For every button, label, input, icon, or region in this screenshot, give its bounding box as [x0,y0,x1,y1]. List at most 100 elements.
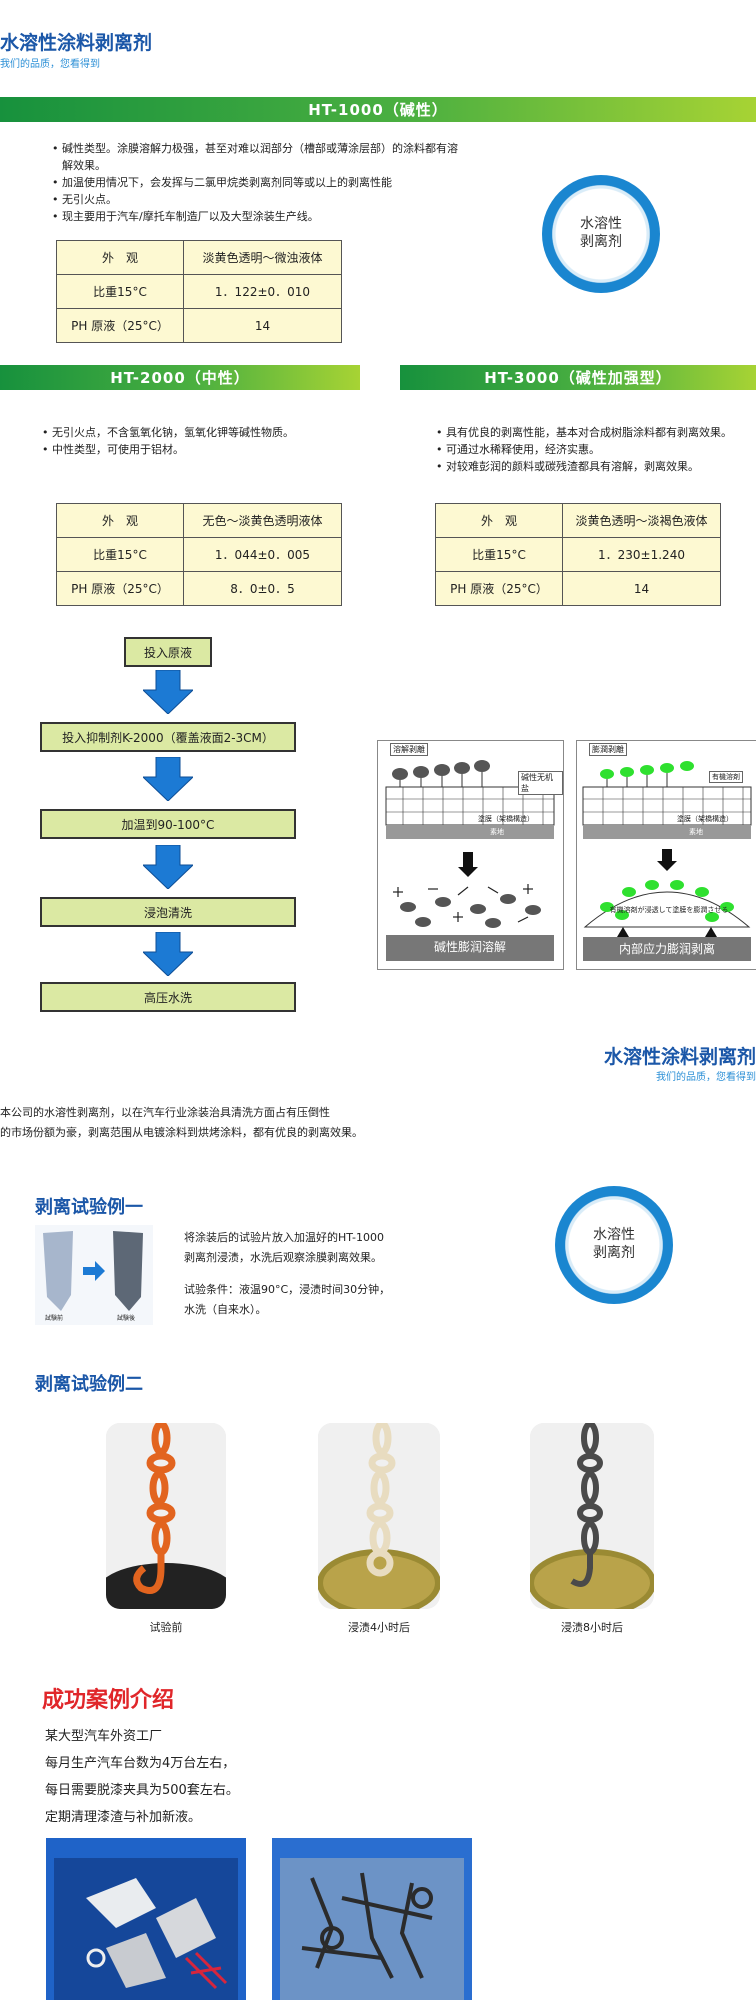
ht1000-bar: HT-1000（碱性） [0,97,756,122]
diagram-tag: 膨潤剥離 [589,743,627,756]
product-badge: 水溶性 剥离剂 [542,175,660,293]
cases-title: 成功案例介绍 [42,1688,175,1713]
badge-line2: 剥离剂 [593,1245,635,1261]
table-cell: PH 原液（25°C） [56,571,184,606]
cases-text: 某大型汽车外资工厂 每月生产汽车台数为4万台左右， 每日需要脱漆夹具为500套左… [45,1723,345,1831]
table-cell: 1．122±0．010 [183,274,342,309]
test-panel-image [43,1231,143,1311]
cases-line: 每日需要脱漆夹具为500套左右。 [45,1783,239,1798]
table-cell: 外 观 [435,503,563,538]
bullet-item: 无引火点，不含氢氧化钠，氢氧化钾等碱性物质。 [42,424,382,441]
section-title: 水溶性涂料剥离剂 [603,1046,756,1068]
down-arrow-icon [143,845,193,889]
table-row: PH 原液（25°C）8．0±0．5 [56,571,342,606]
intro-text: 本公司的水溶性剥离剂，以在汽车行业涂装治具清洗方面占有压倒性 的市场份额为豪，剥… [0,1103,560,1143]
intro-line: 的市场份额为豪，剥离范围从电镀涂料到烘烤涂料，都有优良的剥离效果。 [0,1126,363,1139]
bullet-item: 中性类型，可使用于铝材。 [42,441,382,458]
cases-line: 某大型汽车外资工厂 [45,1729,163,1744]
bullet-item: 无引火点。 [52,191,462,208]
diagram-label: 有機溶剤 [709,771,743,783]
flow-step: 浸泡清洗 [40,897,296,927]
page-subtitle: 我们的品质，您看得到 [0,59,100,70]
chain-image [106,1423,226,1609]
table-row: 外 观淡黄色透明～淡褐色液体 [435,503,721,538]
table-cell: 比重15°C [56,537,184,572]
table-row: PH 原液（25°C）14 [435,571,721,606]
down-arrow-icon [143,757,193,801]
diagram-layer: 塗膜（架橋構造） [677,815,733,823]
table-row: 外 观无色～淡黄色透明液体 [56,503,342,538]
table-row: PH 原液（25°C）14 [56,308,342,343]
table-cell: 外 观 [56,240,184,275]
bullet-item: 现主要用于汽车/摩托车制造厂以及大型涂装生产线。 [52,208,462,225]
table-cell: 1．230±1.240 [562,537,721,572]
ht2000-bar: HT-2000（中性） [0,365,360,390]
flow-step: 投入原液 [124,637,212,667]
bullet-item: 加温使用情况下，会发挥与二氯甲烷类剥离剂同等或以上的剥离性能 [52,174,462,191]
cases-line: 每月生产汽车台数为4万台左右， [45,1756,236,1771]
diagram-base: 素地 [689,828,703,836]
photo-caption: 浸渍8小时后 [561,1621,623,1634]
test2-title: 剥离试验例二 [35,1374,143,1395]
ht2000-bullets: 无引火点，不含氢氧化钠，氢氧化钾等碱性物质。 中性类型，可使用于铝材。 [38,424,382,458]
table-cell: 比重15°C [56,274,184,309]
table-cell: PH 原液（25°C） [56,308,184,343]
diagram-tag: 溶解剥離 [390,743,428,756]
table-cell: PH 原液（25°C） [435,571,563,606]
page-title: 水溶性涂料剥离剂 [0,32,153,54]
diagram-caption: 内部应力膨润剥离 [618,942,715,956]
photo-caption: 试验前 [149,1621,183,1634]
flow-step: 高压水洗 [40,982,296,1012]
diagram-base: 素地 [490,828,504,836]
table-cell: 8．0±0．5 [183,571,342,606]
ht3000-bullets: 具有优良的剥离性能，基本对合成树脂涂料都有剥离效果。 可通过水稀释使用，经济实惠… [432,424,756,475]
thumb-label-after: 試験後 [117,1315,136,1322]
down-arrow-icon [143,932,193,976]
jig-bin-image [46,1838,246,2000]
bullet-item: 碱性类型。涂膜溶解力极强，甚至对难以润部分（槽部或薄涂层部）的涂料都有溶解效果。 [52,140,462,174]
test1-condition: 水洗（自来水）。 [184,1303,267,1316]
bullet-item: 对较难彭润的颜料或碳残渣都具有溶解，剥离效果。 [436,458,756,475]
case-photo-1 [46,1838,246,2000]
chain-image [530,1423,654,1609]
badge-line1: 水溶性 [580,216,622,232]
ht3000-bar: HT-3000（碱性加强型） [400,365,756,390]
case-photo-2 [272,1838,472,2000]
flow-step: 投入抑制剂K-2000（覆盖液面2-3CM） [40,722,296,752]
diagram-layer: 塗膜（架橋構造） [478,815,534,823]
ht1000-bullets: 碱性类型。涂膜溶解力极强，甚至对难以润部分（槽部或薄涂层部）的涂料都有溶解效果。… [48,140,462,225]
table-cell: 比重15°C [435,537,563,572]
bullet-item: 可通过水稀释使用，经济实惠。 [436,441,756,458]
chain-image [318,1423,440,1609]
section-subtitle: 我们的品质，您看得到 [656,1072,756,1083]
table-cell: 外 观 [56,503,184,538]
chain-photo-4h [318,1423,440,1609]
bullet-item: 具有优良的剥离性能，基本对合成树脂涂料都有剥离效果。 [436,424,756,441]
test1-line: 剥离剂浸渍，水洗后观察涂膜剥离效果。 [184,1251,382,1264]
dissolution-diagram: 溶解剥離 碱性无机盐 塗膜（架橋構造） 素地 碱性 [377,740,564,970]
test1-description: 将涂装后的试验片放入加温好的HT-1000 剥离剂浸渍，水洗后观察涂膜剥离效果。… [184,1228,434,1320]
swelling-illustration [582,761,752,961]
product-badge: 水溶性 剥离剂 [555,1186,673,1304]
table-cell: 淡黄色透明～淡褐色液体 [562,503,721,538]
jig-bin-image [272,1838,472,2000]
table-cell: 无色～淡黄色透明液体 [183,503,342,538]
table-cell: 14 [183,308,342,343]
table-row: 外 观淡黄色透明～微浊液体 [56,240,342,275]
table-cell: 1．044±0．005 [183,537,342,572]
down-arrow-icon [143,670,193,714]
badge-line1: 水溶性 [593,1227,635,1243]
photo-caption: 浸渍4小时后 [348,1621,410,1634]
test1-line: 将涂装后的试验片放入加温好的HT-1000 [184,1231,384,1244]
table-cell: 淡黄色透明～微浊液体 [183,240,342,275]
intro-line: 本公司的水溶性剥离剂，以在汽车行业涂装治具清洗方面占有压倒性 [0,1106,330,1119]
dissolution-illustration [385,760,555,961]
chain-photo-8h [530,1423,654,1609]
table-cell: 14 [562,571,721,606]
test1-thumbnail: 試験前 試験後 [35,1225,153,1325]
